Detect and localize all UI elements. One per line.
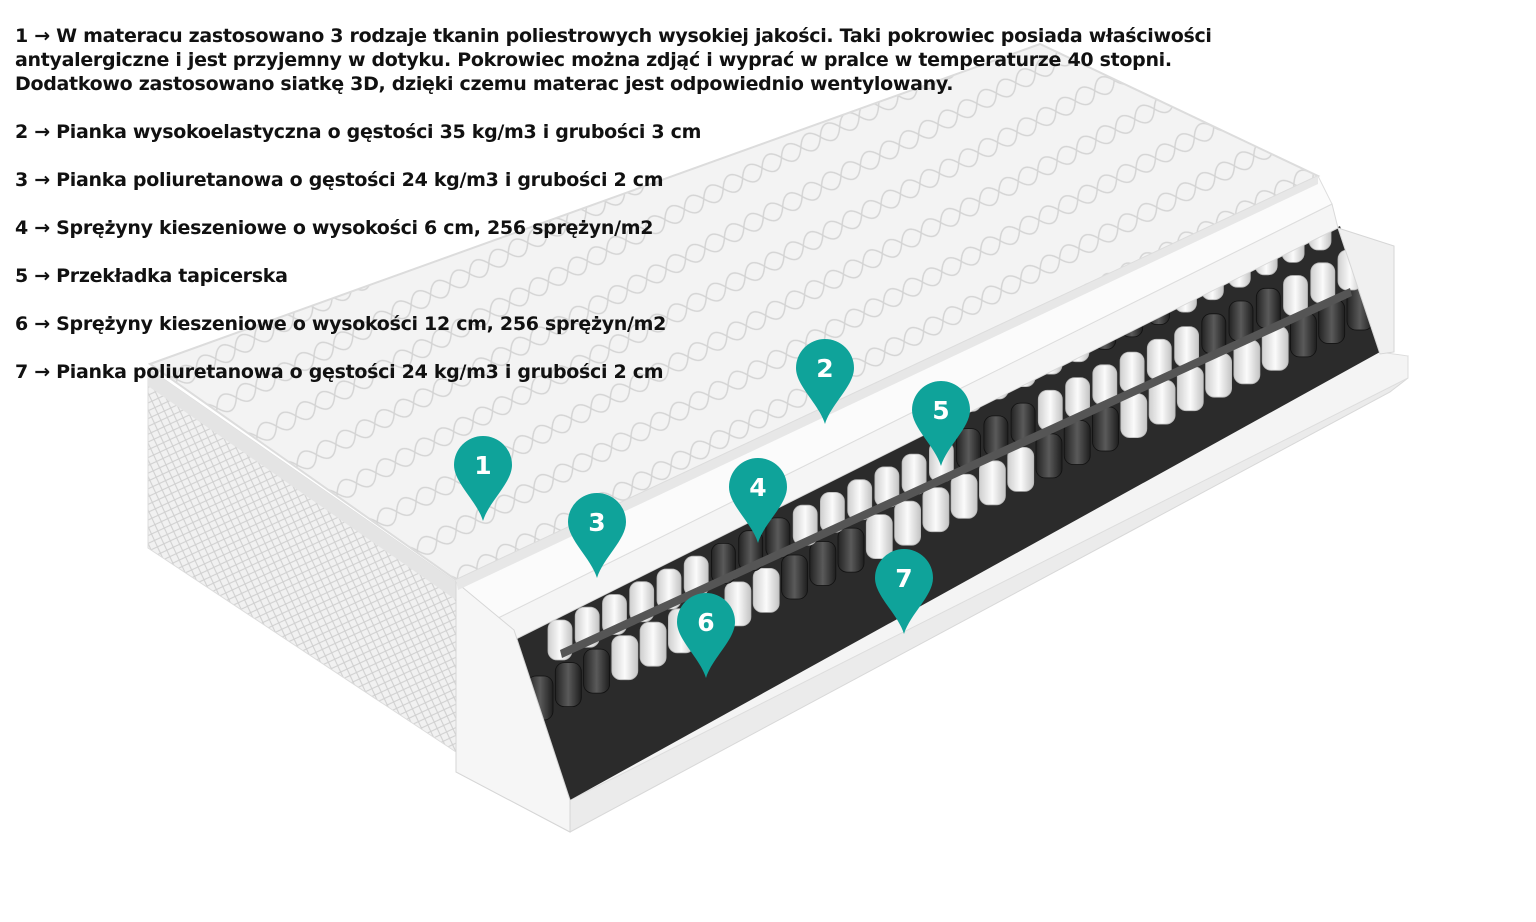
marker-3: 3 [568, 493, 626, 578]
spring-divider-pad [560, 288, 1352, 658]
marker-6: 6 [677, 593, 735, 678]
marker-label: 3 [588, 508, 605, 537]
spring-pocket [865, 514, 893, 559]
marker-label: 7 [895, 564, 912, 593]
legend-item-1-line-1: 1 → W materacu zastosowano 3 rodzaje tka… [15, 25, 1212, 47]
legend-item-4: 4 → Sprężyny kieszeniowe o wysokości 6 c… [15, 217, 654, 239]
spring-pocket [950, 473, 978, 519]
spring-pocket [611, 635, 639, 681]
spring-pocket [979, 460, 1006, 506]
map-pin-icon [729, 458, 787, 543]
legend-item-2: 2 → Pianka wysokoelastyczna o gęstości 3… [15, 121, 702, 143]
spring-pocket [752, 568, 780, 613]
map-pin-icon [677, 593, 735, 678]
spring-pocket [837, 527, 865, 573]
mattress-top-edge [456, 176, 1318, 590]
legend-item-5: 5 → Przekładka tapicerska [15, 265, 288, 287]
map-pin-icon [454, 436, 512, 521]
map-pin-icon [568, 493, 626, 578]
spring-layers [526, 215, 1374, 721]
marker-5: 5 [912, 381, 970, 466]
map-pin-icon [796, 339, 854, 424]
layer-markers: 1 2 3 4 5 6 7 [454, 339, 970, 678]
map-pin-icon [912, 381, 970, 466]
marker-2: 2 [796, 339, 854, 424]
legend-item-3: 3 → Pianka poliuretanowa o gęstości 24 k… [15, 169, 664, 191]
spring-pocket [1007, 446, 1035, 492]
mattress-front-end-panel [455, 580, 571, 833]
mattress-side-border [148, 368, 456, 600]
marker-7: 7 [875, 549, 933, 634]
legend-item-1-line-3: Dodatkowo zastosowano siatkę 3D, dzięki … [15, 73, 954, 95]
marker-1: 1 [454, 436, 512, 521]
spring-pocket [894, 500, 921, 546]
marker-label: 4 [749, 473, 766, 502]
map-pin-icon [875, 549, 933, 634]
spring-pocket [1092, 406, 1119, 452]
marker-4: 4 [729, 458, 787, 543]
spring-pocket [922, 487, 950, 533]
spring-pocket [583, 648, 610, 694]
spring-pocket [1063, 420, 1091, 465]
marker-label: 5 [932, 396, 949, 425]
marker-label: 1 [474, 451, 491, 480]
spring-pocket [1035, 433, 1063, 479]
legend-item-7: 7 → Pianka poliuretanowa o gęstości 24 k… [15, 361, 664, 383]
marker-label: 6 [697, 608, 714, 637]
legend-item-6: 6 → Sprężyny kieszeniowe o wysokości 12 … [15, 313, 667, 335]
layer-legend: 1 → W materacu zastosowano 3 rodzaje tka… [15, 24, 1215, 408]
spring-pocket [781, 554, 808, 600]
spring-pocket [809, 541, 837, 586]
mattress-end-panel [1337, 227, 1395, 355]
marker-label: 2 [816, 354, 833, 383]
spring-pocket [554, 662, 582, 707]
spring-pocket [639, 621, 667, 667]
legend-item-1-line-2: antyalergiczne i jest przyjemny w dotyku… [15, 49, 1172, 71]
